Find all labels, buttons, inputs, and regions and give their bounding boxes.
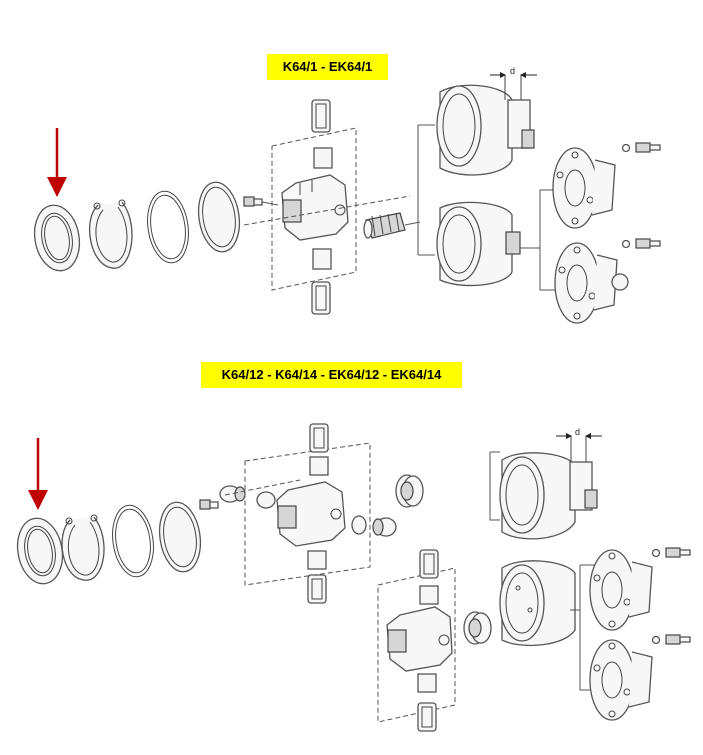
needle-cup-bottom-8 <box>417 702 437 732</box>
plug-bottom-2 <box>256 491 276 509</box>
plug-bottom-4 <box>372 517 397 537</box>
assembly-top: d <box>33 66 661 324</box>
bolt-top-upper <box>621 142 661 153</box>
needle-cup-bottom-2 <box>309 456 329 476</box>
flange-yoke-bottom-lower <box>589 639 653 721</box>
needle-cup-top-3 <box>312 248 332 270</box>
washer-ring-bottom <box>158 501 202 573</box>
flange-yoke-bottom-upper <box>589 549 653 631</box>
seal-ring-top <box>33 204 81 272</box>
needle-cup-bottom-5 <box>419 549 439 579</box>
bush-bottom-lower <box>463 611 492 645</box>
needle-cup-bottom-1 <box>309 423 329 453</box>
bell-housing-top-lower <box>436 201 521 287</box>
bush-bottom-upper <box>395 474 424 508</box>
cross-hub-bottom-lower <box>386 606 453 672</box>
needle-cup-top-2 <box>313 147 333 169</box>
flange-yoke-top-lower <box>554 242 629 324</box>
bell-housing-top-upper <box>436 84 535 176</box>
bell-housing-bottom-lower <box>499 560 576 647</box>
flange-yoke-top-upper <box>552 147 616 229</box>
splined-shaft-top <box>363 212 406 239</box>
thin-ring-top <box>147 190 189 264</box>
bolt-bottom-lower <box>651 634 691 645</box>
plug-bottom-1 <box>219 485 246 503</box>
needle-cup-top-4 <box>311 281 331 315</box>
cross-hub-top <box>281 174 349 241</box>
needle-cup-bottom-4 <box>307 574 327 604</box>
dimension-label-top: d <box>510 66 515 76</box>
needle-cup-top-1 <box>311 99 331 133</box>
needle-cup-bottom-3 <box>307 550 327 570</box>
bell-housing-bottom-upper <box>499 452 598 540</box>
model-title-bottom: K64/12 - K64/14 - EK64/12 - EK64/14 <box>201 362 462 388</box>
dimension-marker-top: d <box>490 66 537 100</box>
grease-nipple-bottom <box>199 499 219 510</box>
thin-ring-bottom <box>112 504 154 578</box>
seal-ring-bottom <box>16 517 64 585</box>
cross-group-box-top <box>271 127 357 291</box>
bolt-bottom-upper <box>651 547 691 558</box>
dimension-marker-bottom: d <box>556 427 602 462</box>
assembly-bottom: d <box>16 423 691 732</box>
cross-hub-bottom-upper <box>276 481 346 547</box>
needle-cup-bottom-7 <box>417 673 437 693</box>
bolt-top-lower <box>621 238 661 249</box>
washer-ring-top <box>197 181 241 253</box>
grease-nipple-top <box>243 196 279 207</box>
plug-bottom-3 <box>351 515 367 535</box>
needle-cup-bottom-6 <box>419 585 439 605</box>
snap-ring-top <box>89 199 133 269</box>
snap-ring-bottom <box>61 514 105 581</box>
dimension-label-bottom: d <box>575 427 580 437</box>
model-title-top: K64/1 - EK64/1 <box>267 54 388 80</box>
